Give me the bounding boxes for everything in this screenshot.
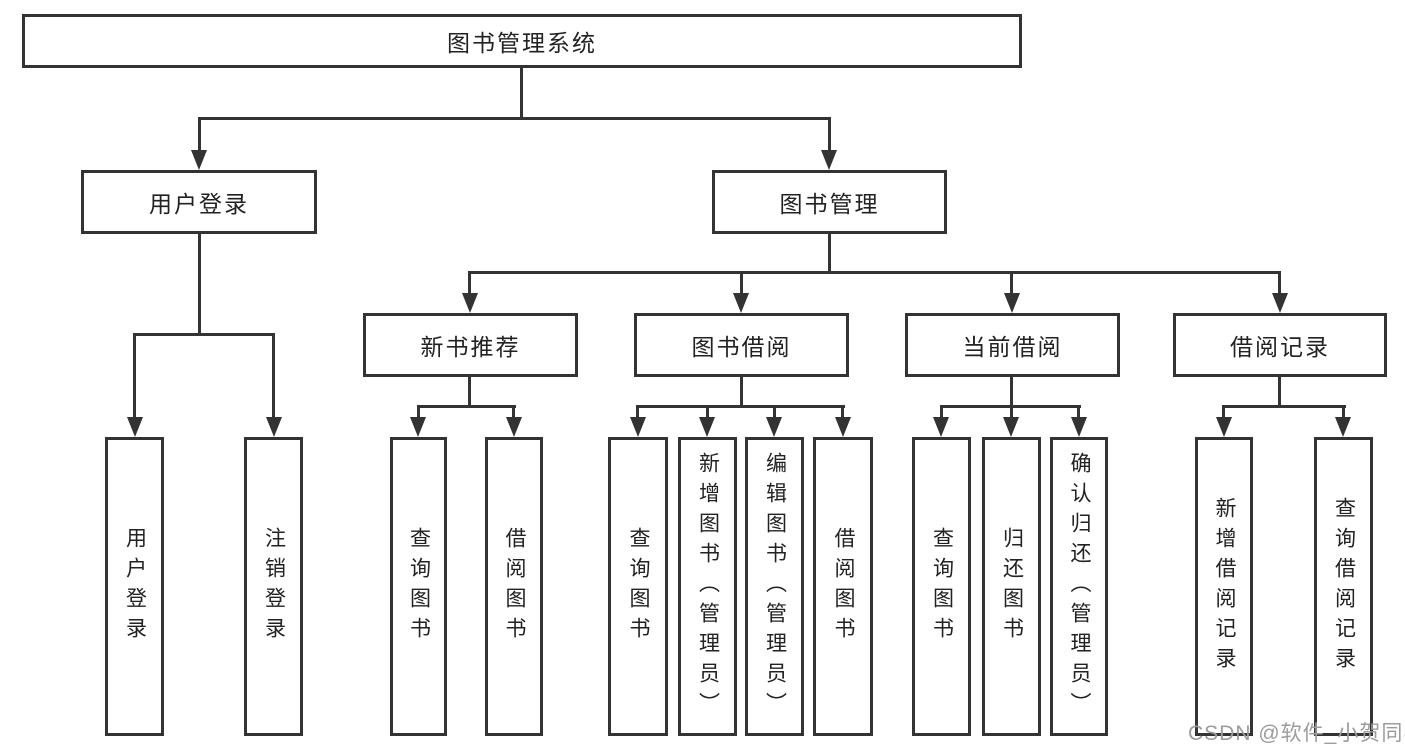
arrow-shaft-to-confirm-return [1077,405,1080,419]
arrow-shaft-to-query-borrow-record [1342,405,1345,419]
leaf-borrow-book-recommend: 借阅图书 [485,437,543,736]
arrow-shaft-to-edit-book [773,405,776,419]
leaf-confirm-return-admin: 确认归还（管理员） [1050,437,1108,736]
connector-new-book-recommend-stem [468,377,471,405]
arrow-shaft-to-book-borrow [740,271,743,295]
leaf-borrow-book: 借阅图书 [813,437,873,736]
connector-root-split [198,117,831,120]
arrowhead-to-borrow-book-rec [506,417,522,437]
arrowhead-to-confirm-return [1071,417,1087,437]
arrow-shaft-to-borrow-book [841,405,844,419]
arrowhead-to-borrow-book [835,417,851,437]
connector-borrow-record-split [1222,405,1346,408]
arrow-shaft-to-query-book-borrow [636,405,639,419]
connector-user-login-split [133,333,275,336]
arrowhead-to-leaf-logout [266,417,282,437]
leaf-logout: 注销登录 [244,437,303,736]
leaf-edit-book-admin: 编辑图书（管理员） [745,437,804,736]
leaf-query-book-current: 查询图书 [912,437,971,736]
node-book-borrow: 图书借阅 [634,313,849,377]
node-root: 图书管理系统 [22,14,1022,68]
arrowhead-to-borrow-record [1272,293,1288,313]
connector-current-borrow-stem [1010,377,1013,405]
arrowhead-to-return-book [1003,417,1019,437]
connector-root-stem [520,68,523,118]
arrow-shaft-to-query-book-current [940,405,943,419]
arrowhead-to-edit-book [766,417,782,437]
arrow-shaft-to-add-book [706,405,709,419]
arrow-shaft-to-new-book-recommend [468,271,471,295]
connector-book-management-stem [828,234,831,271]
connector-borrow-record-stem [1278,377,1281,405]
arrowhead-to-query-book-current [933,417,949,437]
arrowhead-to-book-borrow [733,293,749,313]
arrow-shaft-to-add-borrow-record [1222,405,1225,419]
connector-user-login-stem [198,234,201,333]
arrow-shaft-to-leaf-user-login [133,333,136,418]
arrow-shaft-to-leaf-logout [272,333,275,418]
leaf-return-book: 归还图书 [982,437,1041,736]
node-current-borrow: 当前借阅 [905,313,1120,377]
leaf-add-borrow-record: 新增借阅记录 [1195,437,1253,736]
connector-new-book-recommend-split [417,405,516,408]
arrowhead-to-query-book-borrow [630,417,646,437]
leaf-query-borrow-record: 查询借阅记录 [1314,437,1373,736]
arrow-shaft-to-book-management [828,117,831,152]
arrow-shaft-to-return-book [1010,405,1013,419]
arrow-shaft-to-query-book-rec [417,405,420,419]
csdn-watermark: CSDN @软件_小贺同学 [1188,722,1405,745]
arrowhead-to-add-borrow-record [1216,417,1232,437]
connector-book-borrow-split [636,405,845,408]
node-user-login: 用户登录 [81,170,317,234]
leaf-query-book-borrow: 查询图书 [608,437,668,736]
arrowhead-to-query-borrow-record [1335,417,1351,437]
arrowhead-to-user-login [191,150,207,170]
arrowhead-to-new-book-recommend [462,293,478,313]
connector-book-management-split [468,271,1281,274]
node-new-book-recommend: 新书推荐 [363,313,578,377]
arrow-shaft-to-current-borrow [1010,271,1013,295]
arrowhead-to-leaf-user-login [127,417,143,437]
arrow-shaft-to-borrow-book-rec [512,405,515,419]
leaf-add-book-admin: 新增图书（管理员） [678,437,737,736]
arrow-shaft-to-borrow-record [1278,271,1281,295]
arrowhead-to-current-borrow [1004,293,1020,313]
arrowhead-to-book-management [821,150,837,170]
arrowhead-to-query-book-rec [410,417,426,437]
node-book-management: 图书管理 [712,170,947,234]
leaf-query-book-recommend: 查询图书 [390,437,447,736]
node-borrow-record: 借阅记录 [1173,313,1387,377]
arrow-shaft-to-user-login [198,117,201,152]
leaf-user-login: 用户登录 [105,437,164,736]
arrowhead-to-add-book [699,417,715,437]
connector-book-borrow-stem [740,377,743,405]
